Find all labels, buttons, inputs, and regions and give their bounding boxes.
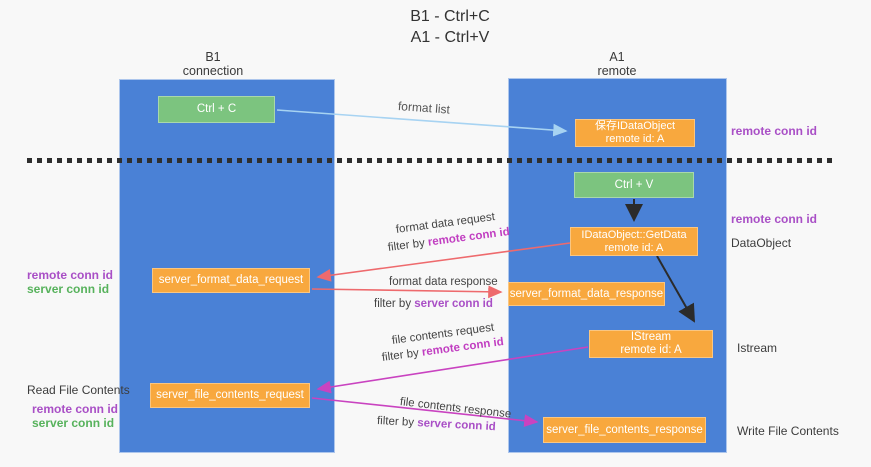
node-server-file-contents-request: server_file_contents_request: [150, 383, 310, 408]
node-server-format-data-request: server_format_data_request: [152, 268, 310, 293]
column-header-a1: A1 remote: [557, 50, 677, 78]
filter-by-text: filter by: [374, 298, 412, 310]
right-dataobject-label: DataObject: [731, 236, 792, 250]
node-save-idataobject: 保存IDataObject remote id: A: [575, 119, 695, 147]
node-server-file-contents-response: server_file_contents_response: [543, 417, 706, 443]
diagram-title: B1 - Ctrl+C A1 - Ctrl+V: [330, 6, 570, 48]
right-remote-conn-id-top: remote conn id: [731, 124, 818, 138]
node-idataobject-getdata: IDataObject::GetData remote id: A: [570, 227, 698, 256]
node-istream-line1: IStream: [630, 331, 672, 343]
column-b1-subtitle: connection: [182, 64, 244, 78]
node-ctrl-c: Ctrl + C: [158, 96, 275, 123]
title-line-2: A1 - Ctrl+V: [410, 29, 490, 46]
label-format-list: format list: [397, 99, 451, 117]
server-conn-id-text: server conn id: [414, 298, 493, 310]
left-read-file-contents: Read File Contents: [27, 383, 130, 397]
node-format-request-label: server_format_data_request: [158, 274, 304, 286]
title-line-1: B1 - Ctrl+C: [410, 8, 490, 25]
filter-by-text: filter by: [387, 237, 426, 254]
column-header-b1: B1 connection: [153, 50, 273, 78]
node-save-idataobject-line1: 保存IDataObject: [594, 120, 676, 132]
node-getdata-line2: remote id: A: [604, 241, 664, 254]
node-ctrl-c-label: Ctrl + C: [196, 103, 237, 115]
left-server-conn-id-1: server conn id: [27, 282, 110, 296]
dashed-separator: [27, 158, 832, 163]
column-b1-name: B1: [205, 50, 221, 64]
node-istream-line2: remote id: A: [620, 344, 682, 356]
server-conn-id-text: server conn id: [416, 417, 497, 434]
column-a1-name: A1: [609, 50, 625, 64]
left-remote-conn-id-2: remote conn id: [32, 402, 119, 416]
node-file-response-label: server_file_contents_response: [546, 423, 703, 436]
right-remote-conn-id-mid: remote conn id: [731, 212, 818, 226]
node-server-format-data-response: server_format_data_response: [508, 282, 665, 306]
node-format-response-label: server_format_data_response: [509, 287, 664, 300]
filter-by-text: filter by: [376, 415, 415, 429]
column-a1-subtitle: remote: [597, 64, 637, 78]
node-save-idataobject-line2: remote id: A: [605, 133, 665, 145]
label-format-data-response: format data response: [389, 276, 498, 288]
node-ctrl-v: Ctrl + V: [574, 172, 694, 198]
label-filter-by-server-2: filter by server conn id: [377, 415, 496, 433]
filter-by-text: filter by: [381, 347, 420, 364]
node-file-request-label: server_file_contents_request: [156, 389, 304, 401]
left-server-conn-id-2: server conn id: [32, 416, 115, 430]
right-write-file-contents: Write File Contents: [737, 424, 839, 438]
left-remote-conn-id-1: remote conn id: [27, 268, 114, 282]
label-filter-by-server-1: filter by server conn id: [374, 298, 493, 310]
node-ctrl-v-label: Ctrl + V: [614, 178, 654, 191]
node-getdata-line1: IDataObject::GetData: [581, 228, 687, 241]
right-istream-label: Istream: [737, 341, 778, 355]
node-istream: IStream remote id: A: [589, 330, 713, 358]
format-data-response-arrow: [311, 285, 503, 299]
